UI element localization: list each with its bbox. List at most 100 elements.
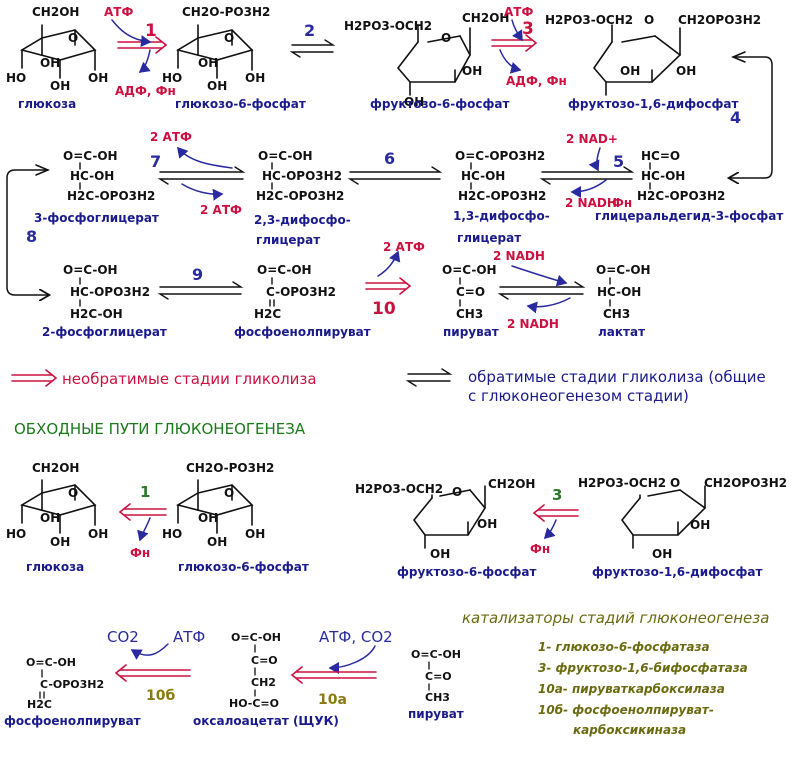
pg3-name: 3-фосфоглицерат: [34, 211, 159, 225]
bypass-glucose-ch2oh: CH2OH: [32, 461, 79, 475]
catalyst-1: 1- глюкозо-6-фосфатаза: [538, 640, 710, 654]
step5-number: 5: [613, 152, 624, 171]
legend-irreversible-arrow: [11, 369, 58, 387]
f6p-ch2oh: CH2OH: [462, 11, 509, 25]
step9-arrow: [157, 281, 244, 300]
bypass-title: ОБХОДНЫЕ ПУТИ ГЛЮКОНЕОГЕНЕЗА: [14, 420, 306, 438]
step5-nad-plus: 2 NAD+: [566, 132, 618, 146]
oaa-name: оксалоацетат (ЩУК): [193, 714, 339, 728]
g6p-oh3: OH: [207, 79, 227, 93]
g6p-oh2: OH: [245, 71, 265, 85]
bypass-g6p-oh2: OH: [245, 527, 265, 541]
lac-hc-oh: HC-OH: [597, 285, 641, 299]
step5-arrow: [539, 166, 635, 185]
bypass-pep-c-opo3h2: C-OPO3H2: [40, 678, 104, 691]
glucose-oh2: OH: [88, 71, 108, 85]
bypass-pep-o-c-oh: O=C-OH: [26, 656, 76, 669]
bypass-f16dp-name: фруктозо-1,6-дифосфат: [592, 565, 762, 579]
bypass-pyr-o-c-oh: O=C-OH: [411, 648, 461, 661]
bpg23-o-c-oh: O=C-OH: [258, 149, 313, 163]
step3-number: 3: [522, 19, 534, 39]
bypass3-arrow: [532, 504, 579, 522]
f6p-h2po3-och2: H2PO3-OCH2: [344, 19, 432, 33]
step1-atf: АТФ: [104, 5, 133, 19]
bypass-f16dp-o: O: [670, 476, 680, 490]
oaa-c-o: C=O: [251, 654, 278, 667]
bypass10b-co2: CO2: [107, 628, 139, 646]
lactate-arrow: [497, 281, 586, 300]
bypass-glucose-oh2: OH: [88, 527, 108, 541]
pg2-h2c-oh: H2C-OH: [70, 307, 123, 321]
pg3-h2c-opo3h2: H2C-OPO3H2: [67, 189, 155, 203]
bypass-g6p-o: O: [224, 486, 234, 500]
g6p-oh1: OH: [198, 56, 218, 70]
glucose-ch2oh: CH2OH: [32, 5, 79, 19]
bypass-glucose-oh3: OH: [50, 535, 70, 549]
oaa-o-c-oh: O=C-OH: [231, 631, 281, 644]
bpg13-o-c-opo3h2: O=C-OPO3H2: [455, 149, 545, 163]
bpg23-name-a: 2,3-дифосфо-: [254, 213, 351, 227]
bypass-f6p-structure: [412, 485, 486, 549]
bypass-glucose-ho: HO: [6, 527, 26, 541]
pep-o-c-oh: O=C-OH: [257, 263, 312, 277]
gap-name: глицеральдегид-3-фосфат: [595, 209, 783, 223]
step7-number: 7: [150, 152, 161, 171]
bpg13-hc-oh: HC-OH: [461, 169, 505, 183]
bpg23-name-b: глицерат: [256, 233, 320, 247]
bypass3-fn: Фн: [530, 542, 550, 556]
lac-o-c-oh: O=C-OH: [596, 263, 651, 277]
glucose-oh1: OH: [40, 56, 60, 70]
glucose-o: O: [68, 31, 78, 45]
bypass-glucose-o: O: [68, 486, 78, 500]
lact-nadh-top: 2 NADH: [493, 249, 545, 263]
bypass-g6p-ch2o-po3h2: CH2O-PO3H2: [186, 461, 274, 475]
pg3-o-c-oh: O=C-OH: [63, 149, 118, 163]
pg2-name: 2-фосфоглицерат: [42, 325, 167, 339]
glucose-structure: [19, 24, 97, 79]
step7-atf-top: 2 АТФ: [150, 130, 192, 144]
step3-arrow: [491, 34, 538, 52]
legend-irreversible: необратимые стадии гликолиза: [62, 370, 317, 388]
bypass-pyr-c-o: C=O: [425, 670, 452, 683]
pg3-hc-oh: HC-OH: [70, 169, 114, 183]
bypass3-number: 3: [552, 486, 562, 504]
g6p-name: глюкозо-6-фосфат: [175, 97, 306, 111]
bypass10a-atf-co2: АТФ, CO2: [319, 628, 393, 646]
step3-atf: АТФ: [504, 5, 533, 19]
legend-reversible-b: с глюконеогенезом стадии): [468, 387, 689, 405]
bpg13-name-a: 1,3-дифосфо-: [453, 209, 550, 223]
pep-c-opo3h2: C-OPO3H2: [266, 285, 336, 299]
bypass-pep-h2c: H2C: [27, 698, 52, 711]
bypass10b-atf: АТФ: [173, 628, 205, 646]
gap-hc-o: HC=O: [641, 149, 680, 163]
lac-name: лактат: [598, 325, 645, 339]
bypass-g6p-oh3: OH: [207, 535, 227, 549]
step6-number: 6: [384, 149, 395, 168]
pg2-hc-opo3h2: HC-OPO3H2: [70, 285, 150, 299]
step10-arrow: [365, 277, 412, 295]
f16dp-oh1: OH: [676, 64, 696, 78]
step10-number: 10: [372, 299, 396, 319]
bpg23-h2c-opo3h2: H2C-OPO3H2: [256, 189, 344, 203]
bypass-g6p-structure: [175, 479, 254, 534]
bypass-f16dp-h2po3-och2: H2PO3-OCH2: [578, 476, 666, 490]
catalyst-10b-b: карбоксикиназа: [573, 723, 686, 737]
bypass-f6p-o: O: [452, 485, 462, 499]
f6p-name: фруктозо-6-фосфат: [370, 97, 509, 111]
f6p-o: O: [441, 31, 451, 45]
bypass10b-arrow: [114, 664, 191, 682]
step6-arrow: [347, 166, 443, 185]
f16dp-structure: [592, 24, 682, 96]
step4-arrow: [730, 56, 773, 178]
f16dp-o: O: [644, 13, 654, 27]
pyr-name: пируват: [443, 325, 499, 339]
bypass-glucose-structure: [19, 479, 97, 534]
bpg23-hc-opo3h2: HC-OPO3H2: [262, 169, 342, 183]
bypass-f6p-oh1: OH: [477, 517, 497, 531]
oaa-ho-c-o: HO-C=O: [229, 697, 279, 710]
legend-reversible-arrow: [405, 368, 453, 387]
bypass-glucose-oh1: OH: [40, 511, 60, 525]
lac-ch3: CH3: [603, 307, 630, 321]
bypass1-number: 1: [140, 483, 150, 501]
